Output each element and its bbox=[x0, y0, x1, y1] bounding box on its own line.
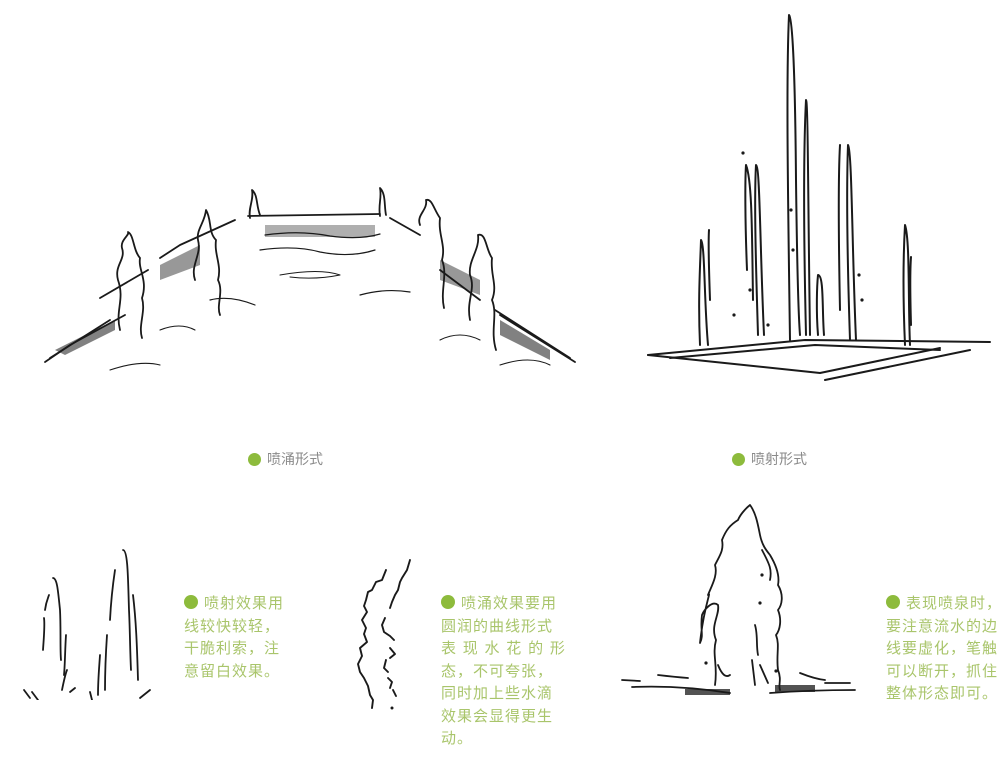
green-dot-bullet-icon bbox=[184, 595, 198, 609]
single-fountain-sketch bbox=[600, 495, 860, 700]
note-spray-effect: 喷射效果用 线较快较轻， 干脆利索，注 意留白效果。 bbox=[184, 594, 285, 680]
note-fountain-tips: 表现喷泉时， 要注意流水的边 线要虚化，笔触 可以断开，抓住 整体形态即可。 bbox=[886, 594, 1003, 702]
caption-bubbling-text: 喷涌形式 bbox=[267, 452, 323, 468]
caption-bubbling: 喷涌形式 bbox=[248, 449, 323, 469]
caption-spraying: 喷射形式 bbox=[732, 449, 807, 469]
note-bubble-effect: 喷涌效果要用 圆润的曲线形式 表 现 水 花 的 形 态，不可夸张， 同时加上些… bbox=[441, 594, 566, 747]
bubble-wave-sketch bbox=[340, 550, 430, 720]
bubbling-fountain-sketch bbox=[30, 180, 600, 390]
spray-lines-sketch bbox=[10, 540, 170, 700]
green-dot-bullet-icon bbox=[732, 452, 745, 466]
spraying-fountain-sketch bbox=[640, 0, 1007, 400]
green-dot-bullet-icon bbox=[248, 452, 261, 466]
green-dot-bullet-icon bbox=[886, 595, 900, 609]
green-dot-bullet-icon bbox=[441, 595, 455, 609]
caption-spraying-text: 喷射形式 bbox=[751, 452, 807, 468]
